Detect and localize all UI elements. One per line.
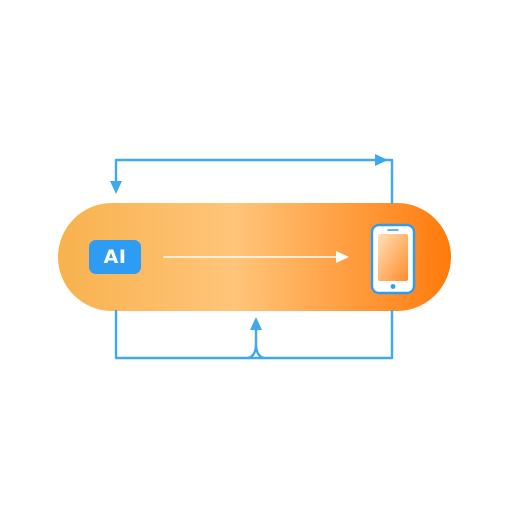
top-loop-line bbox=[114, 158, 394, 205]
inner-flow-arrowhead bbox=[336, 251, 349, 263]
top-loop-arrowhead-right bbox=[375, 154, 388, 166]
ai-badge: AI bbox=[89, 240, 141, 274]
bottom-loop-arrowhead-up bbox=[250, 317, 262, 330]
bottom-loop-line bbox=[114, 309, 394, 360]
bottom-loop-branch-up bbox=[246, 322, 266, 360]
smartphone-icon bbox=[370, 223, 416, 295]
top-loop-arrowhead-down bbox=[110, 181, 122, 194]
